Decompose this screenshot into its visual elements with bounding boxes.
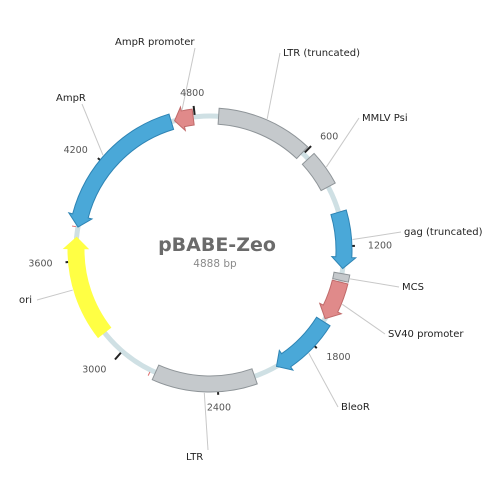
tick-label: 1200 [368,241,392,252]
leader-line [266,52,281,120]
tick-label: 3600 [28,258,52,269]
leader-line [36,289,73,301]
leader-lines [36,47,402,451]
label-gag-truncated: gag (truncated) [404,227,483,238]
leader-line [203,392,209,451]
tick-label: 4200 [64,145,88,156]
label-ltr-truncated: LTR (truncated) [283,48,360,59]
label-ampr: AmpR [56,93,86,104]
leader-line [81,103,104,156]
leader-line [349,278,400,288]
leader-line [352,231,402,241]
leader-line [308,353,339,408]
label-ori: ori [19,295,32,306]
label-mcs: MCS [402,282,424,293]
tick-label: 1800 [326,352,350,363]
feature-ltr-truncated [217,107,309,160]
feature-ori [62,236,112,339]
feature-labels: LTR (truncated) MMLV Psi gag (truncated) MC… [19,37,483,463]
label-ampr-promoter: AmpR promoter [115,37,195,48]
plasmid-size: 4888 bp [193,258,237,270]
tick-label: 4800 [180,88,204,99]
feature-ampr [67,113,175,228]
feature-ampr-promoter [173,105,195,132]
feature-ltr [151,364,258,393]
label-ltr: LTR [186,452,203,463]
feature-bleor [275,316,331,371]
tick-label: 3000 [82,364,106,375]
minor-tick [71,225,77,228]
minor-tick [147,371,151,376]
plasmid-name: pBABE-Zeo [158,234,276,256]
feature-mmlv-psi [301,152,336,192]
leader-line [342,303,386,335]
feature-gag-truncated [330,209,358,270]
label-bleor: BleoR [341,402,370,413]
label-mmlv-psi: MMLV Psi [362,113,408,124]
tick-label: 2400 [207,403,231,414]
leader-line [181,47,196,110]
feature-arrows [62,105,358,393]
feature-sv40-promoter [318,279,349,320]
major-tick [192,105,196,115]
tick-label: 600 [320,132,338,143]
leader-line [326,117,360,168]
major-tick [114,352,122,361]
major-tick [304,145,312,154]
feature-mcs [332,271,351,283]
label-sv40-promoter: SV40 promoter [388,329,464,340]
